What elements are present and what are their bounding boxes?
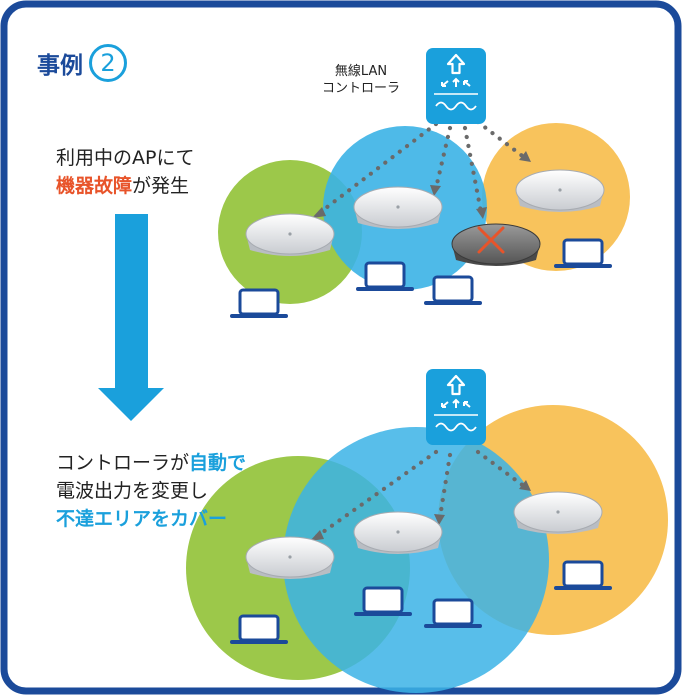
- case-title: 事例 2: [37, 44, 127, 82]
- link-arrowheads-top: [312, 151, 531, 219]
- controller-label-line1: 無線LAN: [334, 64, 388, 79]
- controller-links-top: [315, 119, 528, 217]
- access-point-icon: [353, 511, 443, 555]
- failure-line2: 機器故障が発生: [56, 172, 194, 200]
- laptop-icon: [230, 614, 288, 644]
- recovery-line1: コントローラが自動で: [56, 449, 246, 477]
- laptop-icon: [554, 560, 612, 590]
- case-number-badge: 2: [89, 44, 127, 82]
- access-point-icon: [513, 491, 603, 535]
- laptop-icon: [554, 238, 612, 268]
- failure-line1: 利用中のAPにて: [56, 147, 195, 169]
- laptop-icon: [424, 598, 482, 628]
- laptop-icon: [354, 586, 412, 616]
- access-point-icon: [245, 536, 335, 580]
- laptop-icon: [424, 275, 482, 305]
- laptop-icon: [230, 288, 288, 318]
- case-title-text: 事例: [37, 53, 83, 79]
- down-arrow-icon: [98, 214, 164, 421]
- controller-icon: [424, 46, 488, 126]
- controller-icon: [424, 367, 488, 447]
- failure-highlight: 機器故障: [56, 175, 133, 197]
- recovery-line1-plain: コントローラが: [56, 452, 190, 474]
- link-arrowheads-bottom: [310, 480, 531, 541]
- recovery-line1-highlight: 自動で: [189, 452, 247, 474]
- failure-line2-rest: が発生: [132, 175, 190, 197]
- access-point-icon: [245, 213, 335, 257]
- failure-x-icon: [477, 226, 505, 254]
- laptop-icon: [356, 261, 414, 291]
- controller-links-bottom: [313, 449, 528, 540]
- recovery-line2: 電波出力を変更し: [56, 480, 209, 502]
- controller-label: 無線LAN コントローラ: [318, 63, 404, 97]
- access-point-icon: [515, 169, 605, 213]
- coverage-area-blue-bottom: [283, 427, 549, 693]
- recovery-description: コントローラが自動で 電波出力を変更し 不達エリアをカバー: [56, 449, 246, 533]
- access-point-icon: [353, 186, 443, 230]
- recovery-line3-highlight: 不達エリアをカバー: [56, 508, 228, 530]
- controller-label-line2: コントローラ: [321, 81, 400, 96]
- failure-description: 利用中のAPにて 機器故障が発生: [56, 144, 194, 200]
